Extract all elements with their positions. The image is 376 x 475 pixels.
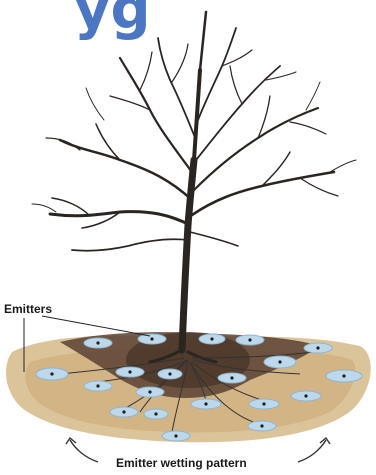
emitters-label: Emitters: [4, 302, 52, 316]
title-fragment: yg: [74, 0, 151, 42]
tree: [32, 12, 356, 362]
curved-arrow-left-icon: [66, 438, 98, 462]
wetting-pattern-label: Emitter wetting pattern: [116, 456, 247, 470]
curved-arrow-right-icon: [298, 438, 330, 462]
